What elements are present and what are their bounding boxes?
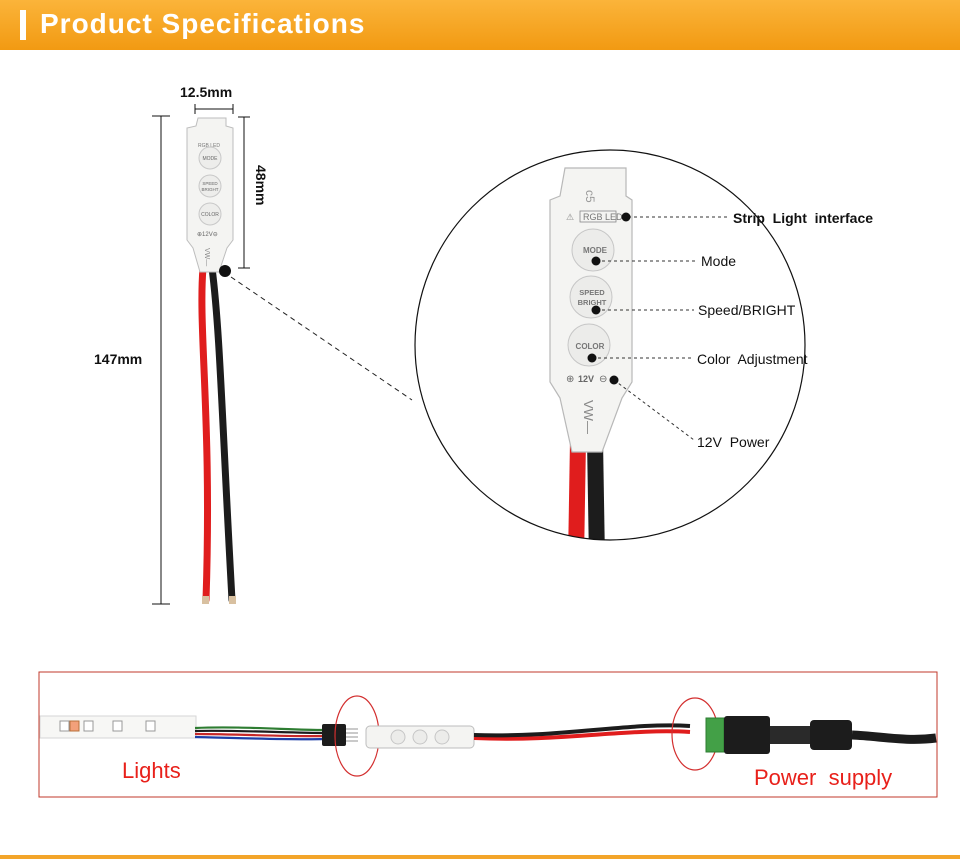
header-accent-bar <box>20 10 26 40</box>
svg-text:c5: c5 <box>583 190 597 203</box>
callout-lines <box>592 216 728 441</box>
callout-dots <box>587 212 631 385</box>
height-label: 48mm <box>253 165 269 205</box>
controller-zoom: c5 ⚠ RGB LED MODE SPEED BRIGHT COLOR ⊕ 1… <box>415 150 805 540</box>
lights-label: Lights <box>122 758 181 783</box>
width-dimension <box>194 104 234 114</box>
zoom-mode-button-label: MODE <box>583 246 608 255</box>
rgb-wires <box>194 726 326 741</box>
svg-text:COLOR: COLOR <box>201 212 219 218</box>
rgb-plug <box>322 724 346 746</box>
zoom-power-mark: 12V <box>578 374 594 384</box>
callout-speed-bright: Speed/BRIGHT <box>698 302 796 318</box>
length-dimension <box>152 115 170 605</box>
power-wires <box>473 723 691 741</box>
controller-small: RGB LED MODE SPEED BRIGHT COLOR ⊕12V⊖ VW… <box>186 117 236 604</box>
header-banner: Product Specifications <box>0 0 960 50</box>
callout-12v-power: 12V Power <box>697 434 770 450</box>
zoom-color-button-label: COLOR <box>576 342 605 351</box>
bottom-accent-line <box>0 855 960 859</box>
svg-text:⊖: ⊖ <box>599 374 607 385</box>
length-label: 147mm <box>94 351 142 367</box>
height-dimension <box>238 116 250 269</box>
zoom-circle-border <box>414 149 806 541</box>
svg-text:RGB LED: RGB LED <box>198 143 220 149</box>
svg-text:SPEED: SPEED <box>202 181 218 186</box>
callout-mode: Mode <box>701 253 736 269</box>
zoom-connector-line <box>230 276 413 401</box>
svg-text:⊕12V⊖: ⊕12V⊖ <box>197 232 218 238</box>
width-label: 12.5mm <box>180 84 232 100</box>
zoom-rgb-label: RGB LED <box>583 212 623 222</box>
led-strip <box>39 715 197 739</box>
svg-text:BRIGHT: BRIGHT <box>201 187 218 192</box>
controller-in-line <box>365 725 475 749</box>
svg-text:VW—: VW— <box>581 400 596 434</box>
power-supply-label: Power supply <box>754 765 892 790</box>
svg-text:⚠: ⚠ <box>566 212 574 222</box>
zoom-anchor-dot <box>219 265 231 277</box>
svg-text:MODE: MODE <box>203 156 219 162</box>
callout-color-adjustment: Color Adjustment <box>697 351 808 367</box>
zoom-speed-label-1: SPEED <box>579 288 605 297</box>
svg-text:⊕: ⊕ <box>566 374 574 385</box>
zoom-speed-label-2: BRIGHT <box>578 298 607 307</box>
svg-text:VW—: VW— <box>203 248 210 266</box>
page-title: Product Specifications <box>40 8 366 39</box>
rgb-pins <box>346 728 358 742</box>
callout-strip-interface: Strip Light interface <box>733 210 873 226</box>
dc-adapter <box>705 716 937 754</box>
